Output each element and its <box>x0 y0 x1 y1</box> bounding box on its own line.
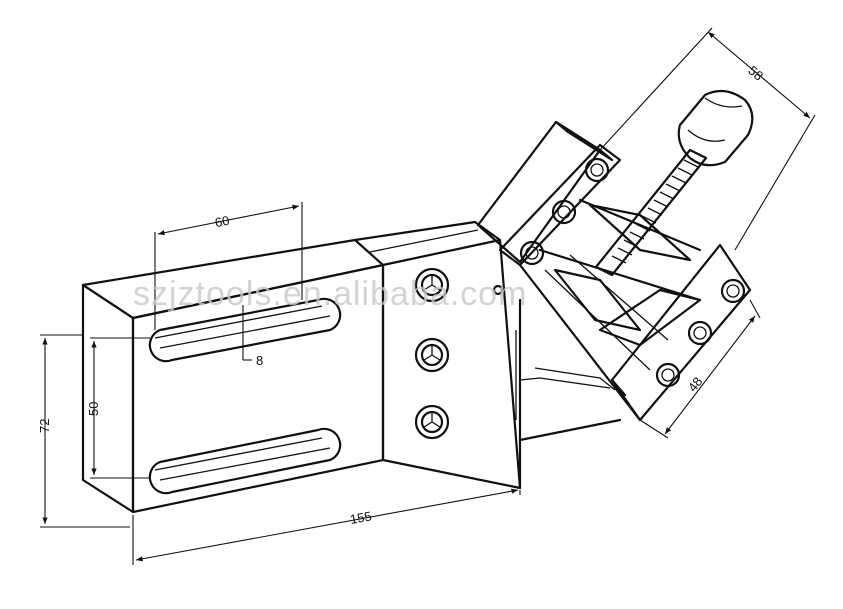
base-block <box>81 220 622 514</box>
dimension-60-label: 60 <box>214 213 231 230</box>
small-hole <box>492 284 504 296</box>
dimension-8 <box>242 305 252 361</box>
bolt-hole-top <box>414 267 450 303</box>
dimension-48 <box>639 299 761 439</box>
dimension-8-label: 8 <box>256 353 263 368</box>
vise-head <box>476 120 752 422</box>
dimension-48-label: 48 <box>685 374 706 395</box>
dimension-155 <box>132 488 521 565</box>
upper-slot <box>148 297 342 363</box>
dimension-50-label: 50 <box>86 402 101 416</box>
watermark-text: szjztools.en.alibaba.com <box>133 275 527 313</box>
lower-slot <box>148 427 342 495</box>
lead-screw <box>594 148 708 277</box>
bolt-hole-middle <box>414 337 450 373</box>
dimension-155-label: 155 <box>349 508 373 527</box>
dimension-50 <box>90 337 150 479</box>
knob-handle <box>677 89 754 167</box>
dimension-58 <box>599 27 816 251</box>
dimension-72-label: 72 <box>37 419 52 433</box>
dimension-60 <box>154 202 303 330</box>
dimension-72 <box>40 334 130 528</box>
bolt-hole-bottom <box>414 404 450 440</box>
